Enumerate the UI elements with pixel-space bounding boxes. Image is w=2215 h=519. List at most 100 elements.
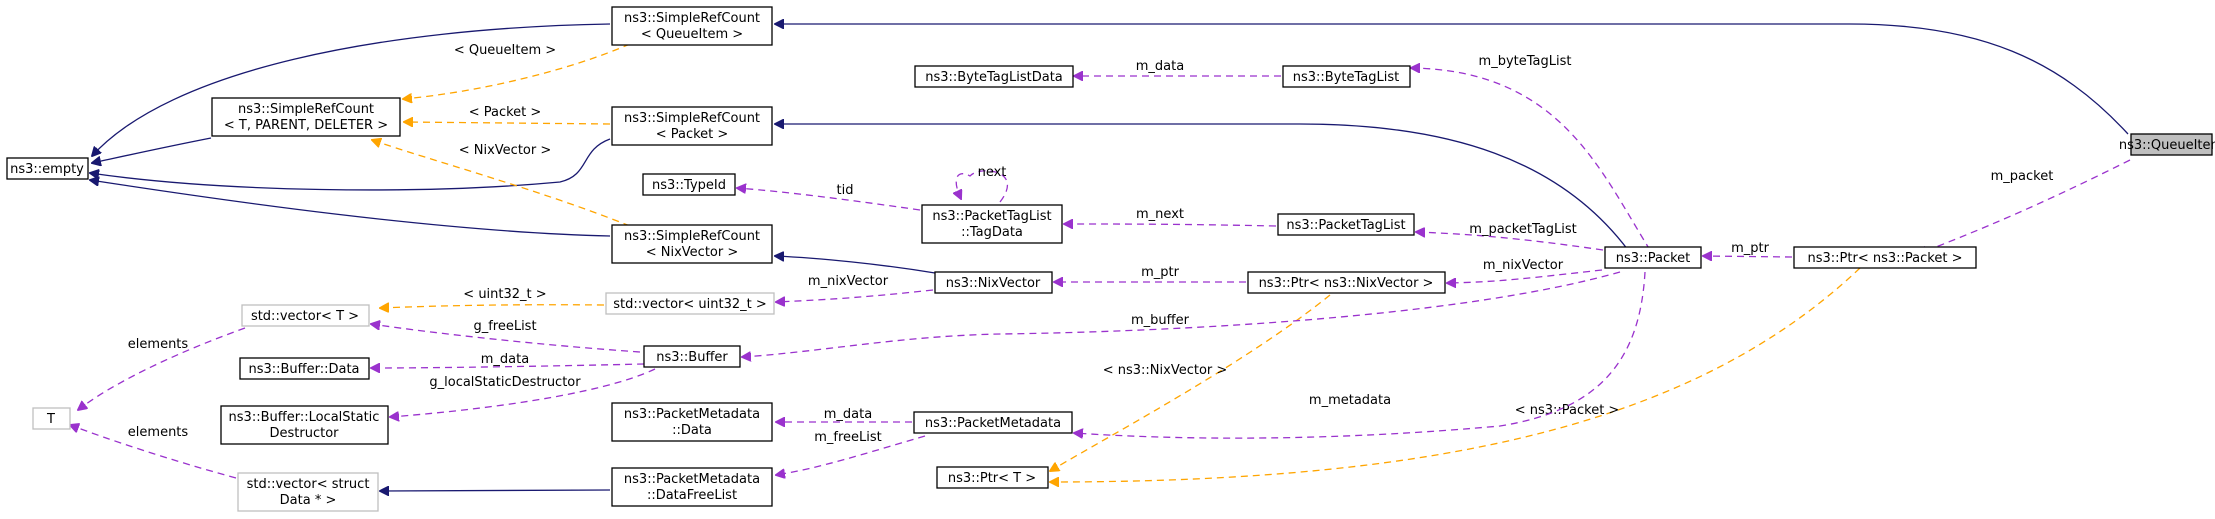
edge-member-tid: tid [737,183,921,211]
edge-label-uint32-tmpl: < uint32_t > [463,287,546,302]
edge-member-next: next [956,165,1008,203]
node-label: ns3::Buffer [656,350,728,365]
node-label: ns3::empty [10,162,84,177]
edge-label-m-nixvector-packet: m_nixVector [1483,258,1564,273]
node-label: Data * > [280,493,337,508]
edge-label-m-packettaglist: m_packetTagList [1469,222,1576,237]
edge-packet-inherits-simplerefcount [775,124,1629,251]
edge-label-elements-struct: elements [128,425,189,440]
node-simplerefcount-queueitem[interactable]: ns3::SimpleRefCount < QueueItem > [611,6,773,46]
edge-member-m-bytetaglist: m_byteTagList [1411,54,1651,251]
edge-label-m-metadata: m_metadata [1309,393,1391,408]
edge-member-m-packet: m_packet [1918,159,2131,254]
node-bytetaglistdata[interactable]: ns3::ByteTagListData [914,65,1074,88]
edge-member-m-buffer: m_buffer [742,271,1621,357]
edge-label-elements-vector-t: elements [128,337,189,352]
node-packettaglist-tagdata[interactable]: ns3::PacketTagList ::TagData [921,204,1063,244]
node-packetmetadata-datafreelist[interactable]: ns3::PacketMetadata ::DataFreeList [611,467,773,507]
node-packetmetadata-data[interactable]: ns3::PacketMetadata ::Data [611,402,773,442]
node-nixvector[interactable]: ns3::NixVector [934,271,1053,294]
node-label: ::TagData [961,225,1023,240]
node-label: ns3::TypeId [652,178,726,193]
node-buffer-localstaticdestructor[interactable]: ns3::Buffer::LocalStatic Destructor [220,405,389,445]
node-ptr-packet[interactable]: ns3::Ptr< ns3::Packet > [1793,246,1977,269]
edge-simplerefcount-packet-to-empty [90,138,611,191]
edge-member-m-ptr-packet: m_ptr [1703,241,1793,257]
node-label: ns3::Ptr< ns3::Packet > [1808,251,1963,266]
node-label: ns3::ByteTagList [1293,70,1399,85]
edge-member-m-metadata: m_metadata [1074,271,1646,439]
node-label: ns3::PacketTagList [932,209,1051,224]
edge-member-m-data-pm: m_data [776,407,912,422]
node-vector-struct-data[interactable]: std::vector< struct Data * > [237,472,379,512]
node-label: ns3::ByteTagListData [925,70,1063,85]
edge-member-m-nixvector-packet: m_nixVector [1447,258,1603,283]
edge-simplerefcount-queueitem-to-empty [92,23,611,156]
node-label: ns3::SimpleRefCount [624,111,760,126]
edge-template-uint32: < uint32_t > [380,287,605,308]
edge-label-g-freelist: g_freeList [473,319,536,334]
edge-member-m-freelist: m_freeList [776,430,926,475]
node-simplerefcount-nixvector[interactable]: ns3::SimpleRefCount < NixVector > [611,224,773,264]
edge-label-g-lsd: g_localStaticDestructor [429,375,581,390]
edge-template-ptr-packet: < ns3::Packet > [1050,267,1861,482]
node-label: T [46,412,55,427]
node-label: ::Data [672,423,712,438]
node-label: std::vector< T > [251,309,359,324]
edge-label-m-bytetaglist: m_byteTagList [1479,54,1572,69]
node-packet[interactable]: ns3::Packet [1604,246,1702,269]
edge-member-elements-vector-t: elements [78,327,246,410]
node-ptr-t[interactable]: ns3::Ptr< T > [936,466,1049,489]
node-empty[interactable]: ns3::empty [6,157,89,180]
node-label: ns3::PacketTagList [1286,218,1405,233]
edge-member-m-nixvector-nix: m_nixVector [776,274,934,302]
node-vector-uint32[interactable]: std::vector< uint32_t > [605,292,775,315]
edge-label-m-packet: m_packet [1991,169,2054,184]
node-label: ns3::SimpleRefCount [238,102,374,117]
edge-template-queueitem: < QueueItem > [403,43,631,99]
edge-member-m-next: m_next [1064,207,1277,226]
edge-label-nixvector-tmpl: < NixVector > [459,143,552,158]
node-vector-t[interactable]: std::vector< T > [241,304,370,327]
node-simplerefcount-tpd[interactable]: ns3::SimpleRefCount < T, PARENT, DELETER… [211,97,401,137]
node-t[interactable]: T [32,407,71,430]
node-buffer[interactable]: ns3::Buffer [643,345,741,368]
node-label: ns3::SimpleRefCount [624,229,760,244]
node-ptr-nixvector[interactable]: ns3::Ptr< ns3::NixVector > [1247,271,1446,294]
edge-template-packet: < Packet > [404,105,611,124]
edge-label-packet-tmpl: < Packet > [469,105,542,120]
edge-label-m-next: m_next [1136,207,1184,222]
edge-datafreelist-inherits-vector [380,490,611,491]
edge-member-m-data-buffer: m_data [371,352,645,368]
node-bytetaglist[interactable]: ns3::ByteTagList [1282,65,1411,88]
edge-label-m-data-buffer: m_data [481,352,529,367]
edge-member-g-freelist: g_freeList [371,319,641,353]
edge-label-m-buffer: m_buffer [1131,313,1190,328]
node-label: ns3::Buffer::Data [248,362,359,377]
edge-label-queueitem-tmpl: < QueueItem > [454,43,556,58]
node-simplerefcount-packet[interactable]: ns3::SimpleRefCount < Packet > [611,106,773,146]
edge-template-nixvector: < NixVector > [372,140,631,227]
edge-label-m-ptr-packet: m_ptr [1731,241,1770,256]
node-buffer-data[interactable]: ns3::Buffer::Data [239,357,370,380]
node-label: ns3::Ptr< ns3::NixVector > [1259,276,1434,291]
edge-queueitem-inherits-simplerefcount [775,24,2129,135]
node-label: ns3::SimpleRefCount [624,11,760,26]
node-label: < Packet > [656,127,729,142]
edge-label-next: next [978,165,1007,180]
node-packetmetadata[interactable]: ns3::PacketMetadata [913,411,1073,434]
edge-label-m-freelist: m_freeList [814,430,882,445]
edge-member-elements-struct: elements [70,425,237,479]
node-label: std::vector< uint32_t > [613,297,767,312]
node-label: std::vector< struct [247,477,370,492]
edge-nixvector-inherits-simplerefcount [775,256,936,274]
node-queueitem[interactable]: ns3::QueueItem [2119,133,2215,156]
node-label: ns3::QueueItem [2119,138,2215,153]
edge-simplerefcount-tpd-to-empty [92,137,212,163]
node-label: ns3::PacketMetadata [624,407,760,422]
node-typeid[interactable]: ns3::TypeId [642,173,736,196]
node-label: ::DataFreeList [647,488,737,503]
node-packettaglist[interactable]: ns3::PacketTagList [1277,213,1415,236]
node-label: ns3::PacketMetadata [925,416,1061,431]
node-label: ns3::Ptr< T > [948,471,1036,486]
